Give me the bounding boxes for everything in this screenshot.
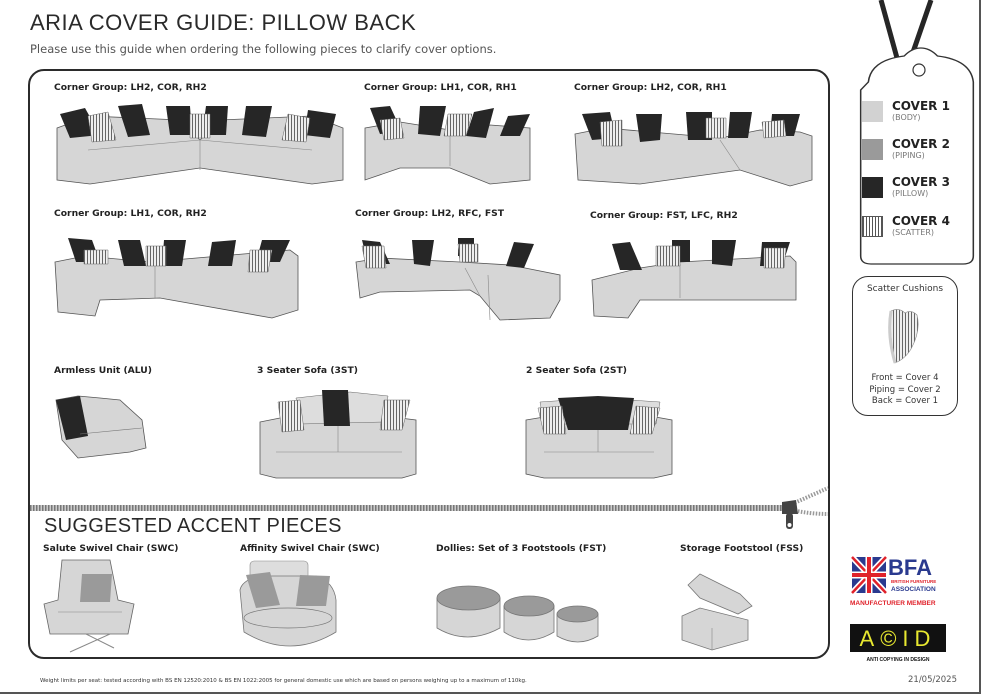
acid-mark: A©ID [860,626,937,651]
footer-note: Weight limits per seat: tested according… [40,678,527,684]
piece-label: Corner Group: LH1, COR, RH1 [364,82,517,93]
sofa-lh2-cor-rh2 [56,104,344,185]
legend-cover-3: COVER 3 (PILLOW) [862,176,950,198]
acid-logo: A©ID ANTI COPYING IN DESIGN [848,624,950,668]
scatter-line: Back = Cover 1 [871,396,939,406]
dollies-footstools [436,585,599,643]
cover-2-swatch [862,139,883,160]
bfa-line1: BRITISH FURNITURE [891,579,936,584]
piece-label: 2 Seater Sofa (2ST) [526,365,627,376]
cover-1-swatch [862,101,883,122]
bfa-member: MANUFACTURER MEMBER [850,600,936,607]
page-edge-right [979,0,981,694]
bfa-mark: BFA [888,555,932,580]
legend-cover-2: COVER 2 (PIPING) [862,138,950,160]
legend-title: COVER 1 [892,99,950,113]
bfa-logo: BFA BRITISH FURNITURE ASSOCIATION MANUFA… [848,553,948,613]
zipper-divider [30,486,829,529]
scatter-title: Scatter Cushions [866,284,944,294]
piece-label: 3 Seater Sofa (3ST) [257,365,358,376]
piece-label: Corner Group: LH1, COR, RH2 [54,208,207,219]
affinity-swivel-chair [239,560,337,647]
legend-sub: (BODY) [892,113,921,122]
sofa-fst-lfc-rh2 [591,240,797,319]
accent-label: Affinity Swivel Chair (SWC) [240,543,380,554]
scatter-cushion-icon [888,309,919,364]
cover-4-swatch [862,216,883,237]
storage-footstool [681,573,753,651]
cover-3-swatch [862,177,883,198]
page-edge-bottom [0,692,981,694]
piece-label: Corner Group: LH2, RFC, FST [355,208,505,219]
legend-title: COVER 2 [892,137,950,151]
legend-title: COVER 4 [892,214,950,228]
sofa-lh1-cor-rh2 [54,238,299,319]
cover-tag [859,0,975,265]
sofa-lh1-cor-rh1 [364,106,531,185]
scatter-cushions-box: Scatter Cushions Front = Cover 4 Piping … [852,276,958,416]
pieces-frame [28,69,830,659]
piece-label: Corner Group: FST, LFC, RH2 [590,210,738,221]
legend-title: COVER 3 [892,175,950,189]
legend-cover-1: COVER 1 (BODY) [862,100,950,122]
armless-unit [55,395,147,459]
page-subtitle: Please use this guide when ordering the … [30,42,497,56]
sofa-lh2-rfc-fst [355,238,561,321]
scatter-line: Front = Cover 4 [871,373,939,383]
scatter-line: Piping = Cover 2 [869,384,941,395]
legend-sub: (PILLOW) [892,189,929,198]
salute-swivel-chair [43,559,135,653]
sofa-lh2-cor-rh1 [574,112,813,187]
legend-sub: (SCATTER) [892,228,935,237]
legend-sub: (PIPING) [892,151,925,160]
bfa-line2: ASSOCIATION [891,586,936,593]
piece-label: Corner Group: LH2, COR, RH1 [574,82,727,93]
legend-cover-4: COVER 4 (SCATTER) [862,215,950,237]
piece-label: Armless Unit (ALU) [54,365,152,376]
piece-label: Corner Group: LH2, COR, RH2 [54,82,207,93]
three-seater-sofa [259,390,417,479]
footer-date: 21/05/2025 [908,675,957,685]
two-seater-sofa [525,396,673,479]
accent-label: Salute Swivel Chair (SWC) [43,543,179,554]
page-title: ARIA COVER GUIDE: PILLOW BACK [30,10,417,35]
acid-tagline: ANTI COPYING IN DESIGN [866,657,929,663]
accent-label: Dollies: Set of 3 Footstools (FST) [436,543,607,554]
accent-label: Storage Footstool (FSS) [680,543,804,554]
accent-section-title: SUGGESTED ACCENT PIECES [44,515,342,537]
